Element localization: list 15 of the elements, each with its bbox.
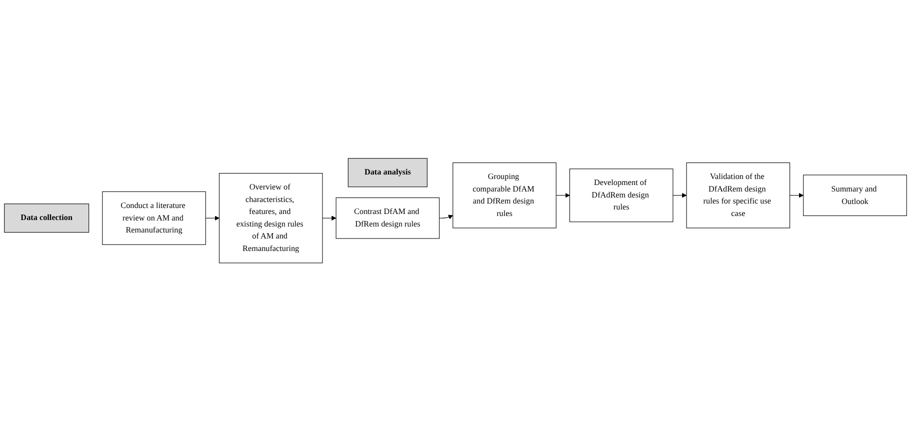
arrow	[439, 215, 454, 220]
node-box: Validation of the DfAdRem design rules for specific use case	[686, 162, 790, 229]
node-box: Summary and Outlook	[803, 175, 907, 216]
arrow	[790, 193, 804, 198]
arrow	[672, 193, 687, 198]
node-box: Overview of characteristics, features, and existing design rules of AM and Remanufacturing	[218, 173, 323, 264]
node-box: Contrast DfAM and DfRem design rules	[336, 198, 440, 240]
node-box: Grouping comparable DfAM and DfRem design rules	[452, 162, 556, 229]
node-box: Conduct a literature review on AM and Remanufacturing	[102, 192, 206, 246]
node-box: Data analysis	[348, 158, 428, 188]
node-box: Data collection	[4, 204, 90, 233]
arrow	[205, 216, 220, 221]
node-box: Development of DfAdRem design rules	[569, 168, 674, 222]
arrow	[556, 193, 570, 198]
arrow	[322, 216, 336, 221]
